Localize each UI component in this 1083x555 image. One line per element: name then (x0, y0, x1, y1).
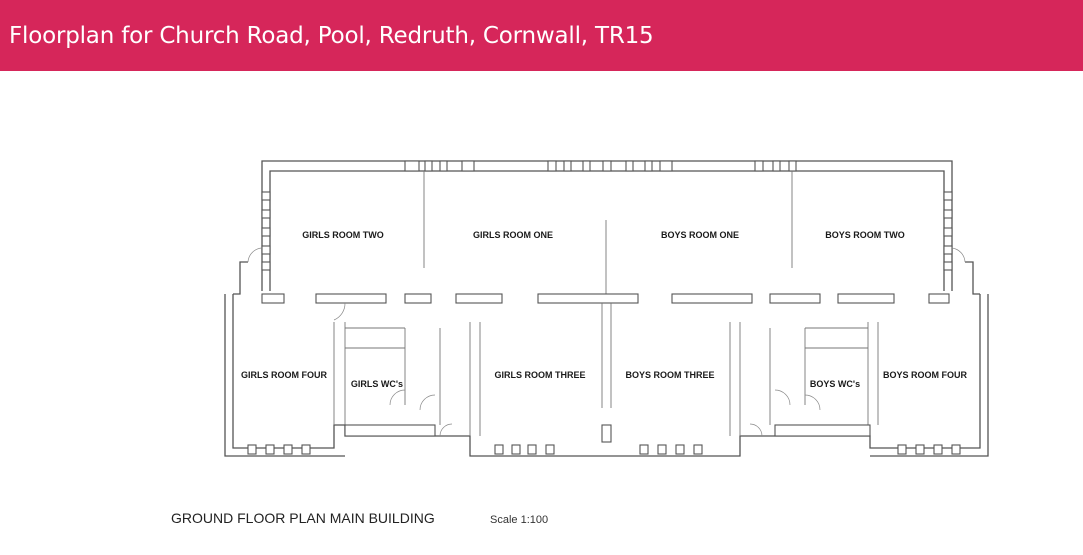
label-boys-room-one: BOYS ROOM ONE (661, 230, 739, 240)
plan-caption-scale: Scale 1:100 (490, 514, 548, 526)
side-windows (261, 191, 953, 271)
lower-block-walls (224, 261, 989, 457)
label-boys-wcs: BOYS WC's (810, 379, 860, 389)
label-girls-room-two: GIRLS ROOM TWO (302, 230, 384, 240)
top-windows (404, 160, 797, 172)
label-boys-room-four: BOYS ROOM FOUR (883, 370, 968, 380)
label-girls-room-one: GIRLS ROOM ONE (473, 230, 553, 240)
plan-caption-title: GROUND FLOOR PLAN MAIN BUILDING (171, 510, 435, 526)
label-girls-room-three: GIRLS ROOM THREE (494, 370, 585, 380)
page-title: Floorplan for Church Road, Pool, Redruth… (9, 22, 654, 49)
door-swings (247, 247, 966, 437)
upper-block-walls (261, 160, 953, 291)
label-boys-room-two: BOYS ROOM TWO (825, 230, 905, 240)
bottom-windows (247, 444, 961, 455)
header-banner: Floorplan for Church Road, Pool, Redruth… (0, 0, 1083, 71)
upper-partitions (423, 171, 793, 300)
label-girls-room-four: GIRLS ROOM FOUR (241, 370, 327, 380)
label-boys-room-three: BOYS ROOM THREE (625, 370, 714, 380)
corridor-segments (261, 293, 950, 304)
label-girls-wcs: GIRLS WC's (351, 379, 403, 389)
room-labels: GIRLS ROOM TWO GIRLS ROOM ONE BOYS ROOM … (241, 230, 967, 389)
lower-internal-walls (333, 303, 879, 443)
floorplan-drawing: GIRLS ROOM TWO GIRLS ROOM ONE BOYS ROOM … (171, 160, 989, 526)
